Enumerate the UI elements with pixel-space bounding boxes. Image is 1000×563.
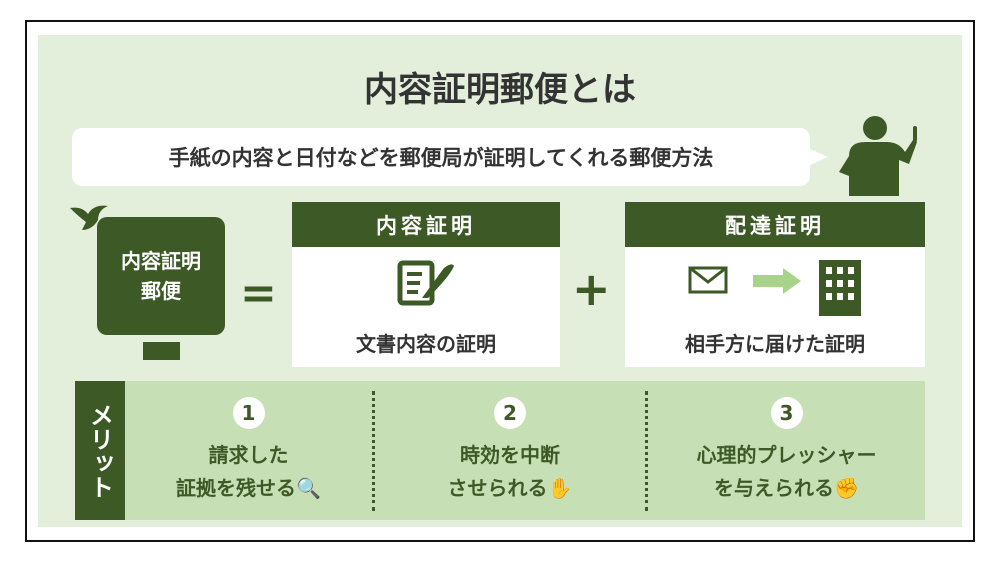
magnifier-icon: 🔍 <box>296 476 321 500</box>
bubble-text: 手紙の内容と日付などを郵便局が証明してくれる郵便方法 <box>168 146 714 170</box>
card-content-proof: 内容証明 文書内容の証明 <box>292 202 560 367</box>
merit-number: 1 <box>232 397 265 429</box>
envelope-icon <box>688 266 728 294</box>
equals-sign: = <box>240 268 277 319</box>
fist-icon: ✊ <box>834 476 859 500</box>
page-title: 内容証明郵便とは <box>364 70 636 110</box>
naiyo-shomei-box: 内容証明 郵便 <box>97 217 225 335</box>
merit-number: 3 <box>770 397 803 429</box>
merit-text-line1: 心理的プレッシャー <box>696 443 877 467</box>
card2-header: 配達証明 <box>625 202 925 247</box>
building-icon <box>819 260 861 316</box>
card1-header: 内容証明 <box>292 202 560 247</box>
presenter-silhouette-icon <box>839 116 917 196</box>
hand-icon: ✋ <box>547 476 573 500</box>
bird-icon <box>70 205 108 230</box>
document-pen-icon <box>397 260 454 306</box>
mailbox-stand <box>143 342 180 360</box>
merit-text-line1: 請求した <box>208 443 289 467</box>
outer-frame <box>25 20 975 542</box>
card2-caption: 相手方に届けた証明 <box>685 332 865 356</box>
dotted-divider <box>645 391 648 511</box>
card1-caption: 文書内容の証明 <box>356 332 496 356</box>
main-box-line1: 内容証明 <box>121 249 201 273</box>
main-box-line2: 郵便 <box>141 279 181 303</box>
card-delivery-proof: 配達証明 相手方に届けた証明 <box>625 202 925 367</box>
merit-number: 2 <box>494 397 526 429</box>
speech-bubble: 手紙の内容と日付などを郵便局が証明してくれる郵便方法 <box>72 128 828 186</box>
arrow-right-icon <box>753 268 801 294</box>
merit-text-line2: を与えられる <box>714 476 835 500</box>
merit-item-1: 1 請求した 証拠を残せる🔍 <box>125 381 372 520</box>
merit-text-line2: 証拠を残せる <box>176 476 297 500</box>
merit-text-line2: させられる <box>447 476 548 500</box>
merit-item-2: 2 時効を中断 させられる✋ <box>375 381 645 520</box>
dotted-divider <box>372 391 375 511</box>
plus-sign: + <box>572 262 611 316</box>
merit-label: メリット <box>75 381 125 520</box>
merit-strip: メリット 1 請求した 証拠を残せる🔍 2 時効を中断 させられる✋ 3 心理的… <box>75 381 925 520</box>
merit-item-3: 3 心理的プレッシャー を与えられる✊ <box>648 381 925 520</box>
merit-text-line1: 時効を中断 <box>460 443 560 467</box>
